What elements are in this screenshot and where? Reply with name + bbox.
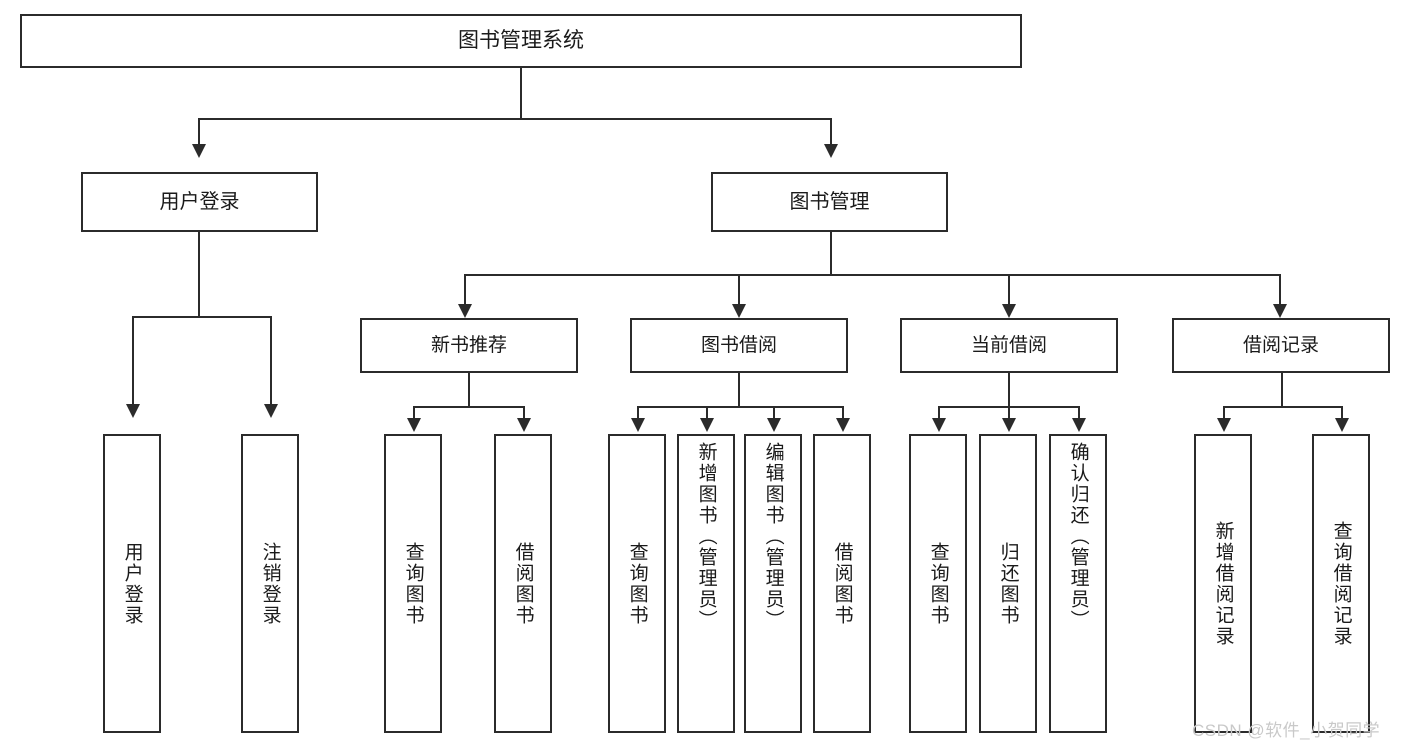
node-label: 图书借阅 bbox=[700, 334, 777, 356]
edge-user-login-to-leaf-1 bbox=[132, 316, 134, 406]
edge-bm-to-current-borrow bbox=[1008, 274, 1010, 306]
node-label: 查询图书 bbox=[402, 541, 424, 626]
leaf-user-login-2[interactable]: 注销登录 bbox=[241, 434, 299, 733]
arrow-bb-to-leaf-1 bbox=[631, 418, 645, 432]
edge-user-login-bus bbox=[132, 316, 270, 318]
node-root-book-management-system[interactable]: 图书管理系统 bbox=[20, 14, 1022, 68]
arrow-cb-to-leaf-3 bbox=[1072, 418, 1086, 432]
arrow-cb-to-leaf-1 bbox=[932, 418, 946, 432]
node-label: 查询图书 bbox=[626, 541, 648, 626]
arrow-cb-to-leaf-2 bbox=[1002, 418, 1016, 432]
node-user-login[interactable]: 用户登录 bbox=[81, 172, 318, 232]
edge-cb-to-leaf-3 bbox=[1078, 406, 1080, 420]
node-new-book-recommend[interactable]: 新书推荐 bbox=[360, 318, 578, 373]
edge-nbr-stem bbox=[468, 373, 470, 406]
edge-root-to-user-login bbox=[198, 118, 200, 146]
node-label: 新书推荐 bbox=[430, 334, 507, 356]
arrow-bb-to-leaf-3 bbox=[767, 418, 781, 432]
edge-bm-to-book-borrow bbox=[738, 274, 740, 306]
csdn-watermark: CSDN @软件_小贺同学 bbox=[1192, 721, 1381, 740]
edge-book-management-bus bbox=[464, 274, 1281, 276]
edge-bb-bus bbox=[637, 406, 843, 408]
edge-nbr-to-leaf-1 bbox=[413, 406, 415, 420]
leaf-current-borrow-3[interactable]: 确认归还（管理员） bbox=[1049, 434, 1107, 733]
node-label: 新增图书（管理员） bbox=[695, 442, 717, 631]
arrow-bb-to-leaf-4 bbox=[836, 418, 850, 432]
node-label: 归还图书 bbox=[997, 541, 1019, 626]
arrow-user-login-to-leaf-1 bbox=[126, 404, 140, 418]
node-label: 查询借阅记录 bbox=[1330, 520, 1352, 647]
node-label: 用户登录 bbox=[159, 190, 240, 213]
node-book-borrow[interactable]: 图书借阅 bbox=[630, 318, 848, 373]
arrow-bb-to-leaf-2 bbox=[700, 418, 714, 432]
edge-user-login-stem bbox=[198, 232, 200, 316]
leaf-borrow-record-1[interactable]: 新增借阅记录 bbox=[1194, 434, 1252, 733]
arrow-bm-to-book-borrow bbox=[732, 304, 746, 318]
arrow-user-login-to-leaf-2 bbox=[264, 404, 278, 418]
edge-bm-to-borrow-record bbox=[1279, 274, 1281, 306]
leaf-user-login-1[interactable]: 用户登录 bbox=[103, 434, 161, 733]
node-label: 借阅记录 bbox=[1242, 334, 1319, 356]
edge-bb-to-leaf-3 bbox=[773, 406, 775, 420]
edge-cb-to-leaf-2 bbox=[1008, 406, 1010, 420]
arrow-nbr-to-leaf-2 bbox=[517, 418, 531, 432]
arrow-br-to-leaf-1 bbox=[1217, 418, 1231, 432]
node-label: 注销登录 bbox=[259, 541, 281, 626]
node-label: 确认归还（管理员） bbox=[1067, 442, 1089, 631]
arrow-root-to-user-login bbox=[192, 144, 206, 158]
edge-nbr-bus bbox=[413, 406, 523, 408]
node-label: 用户登录 bbox=[121, 541, 143, 626]
arrow-nbr-to-leaf-1 bbox=[407, 418, 421, 432]
leaf-current-borrow-1[interactable]: 查询图书 bbox=[909, 434, 967, 733]
node-label: 编辑图书（管理员） bbox=[762, 442, 784, 631]
node-borrow-record[interactable]: 借阅记录 bbox=[1172, 318, 1390, 373]
edge-bb-to-leaf-4 bbox=[842, 406, 844, 420]
edge-br-to-leaf-1 bbox=[1223, 406, 1225, 420]
node-label: 当前借阅 bbox=[970, 334, 1047, 356]
edge-root-bus bbox=[198, 118, 832, 120]
node-label: 图书管理 bbox=[789, 190, 870, 213]
leaf-book-borrow-3[interactable]: 编辑图书（管理员） bbox=[744, 434, 802, 733]
node-book-management[interactable]: 图书管理 bbox=[711, 172, 948, 232]
edge-br-to-leaf-2 bbox=[1341, 406, 1343, 420]
node-label: 图书管理系统 bbox=[458, 29, 584, 53]
node-label: 借阅图书 bbox=[512, 541, 534, 626]
edge-br-bus bbox=[1223, 406, 1341, 408]
leaf-new-book-recommend-1[interactable]: 查询图书 bbox=[384, 434, 442, 733]
arrow-br-to-leaf-2 bbox=[1335, 418, 1349, 432]
leaf-new-book-recommend-2[interactable]: 借阅图书 bbox=[494, 434, 552, 733]
edge-user-login-to-leaf-2 bbox=[270, 316, 272, 406]
leaf-book-borrow-1[interactable]: 查询图书 bbox=[608, 434, 666, 733]
arrow-bm-to-current-borrow bbox=[1002, 304, 1016, 318]
edge-nbr-to-leaf-2 bbox=[523, 406, 525, 420]
leaf-borrow-record-2[interactable]: 查询借阅记录 bbox=[1312, 434, 1370, 733]
arrow-bm-to-new-book bbox=[458, 304, 472, 318]
leaf-book-borrow-2[interactable]: 新增图书（管理员） bbox=[677, 434, 735, 733]
edge-root-stem bbox=[520, 68, 522, 118]
edge-bb-to-leaf-1 bbox=[637, 406, 639, 420]
node-label: 借阅图书 bbox=[831, 541, 853, 626]
edge-bb-to-leaf-2 bbox=[706, 406, 708, 420]
leaf-book-borrow-4[interactable]: 借阅图书 bbox=[813, 434, 871, 733]
node-label: 新增借阅记录 bbox=[1212, 520, 1234, 647]
edge-cb-to-leaf-1 bbox=[938, 406, 940, 420]
edge-br-stem bbox=[1281, 373, 1283, 406]
arrow-bm-to-borrow-record bbox=[1273, 304, 1287, 318]
edge-bm-to-new-book bbox=[464, 274, 466, 306]
node-current-borrow[interactable]: 当前借阅 bbox=[900, 318, 1118, 373]
node-label: 查询图书 bbox=[927, 541, 949, 626]
leaf-current-borrow-2[interactable]: 归还图书 bbox=[979, 434, 1037, 733]
edge-bb-stem bbox=[738, 373, 740, 406]
edge-root-to-book-management bbox=[830, 118, 832, 146]
edge-cb-stem bbox=[1008, 373, 1010, 406]
arrow-root-to-book-management bbox=[824, 144, 838, 158]
edge-book-management-stem bbox=[830, 232, 832, 274]
